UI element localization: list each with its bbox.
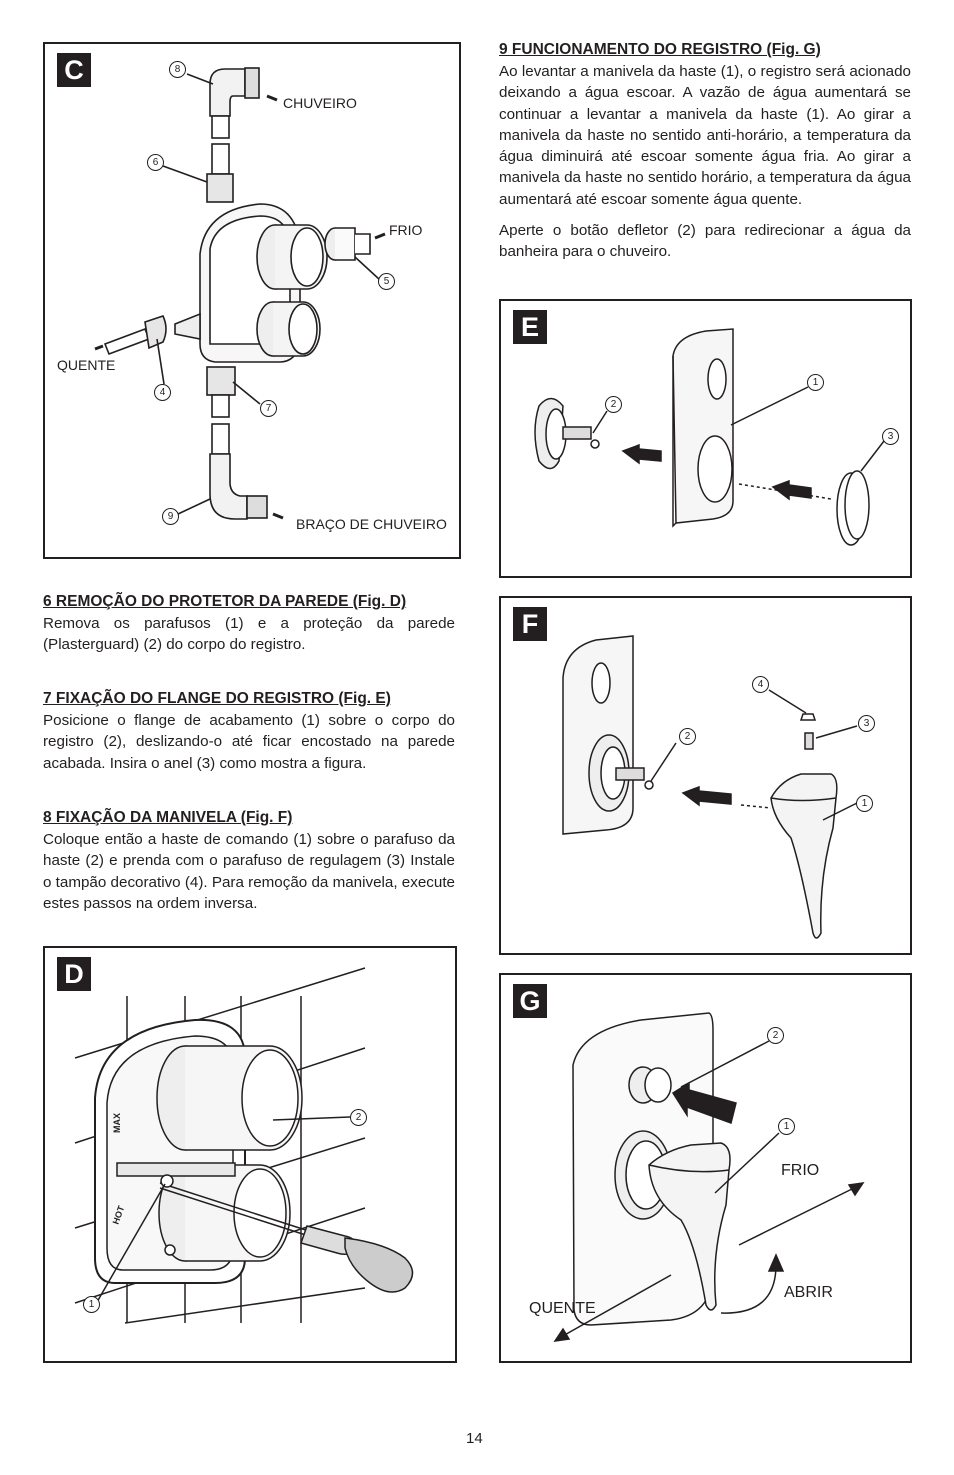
figure-e: E 2 1 3	[499, 299, 912, 578]
section-9-body: Ao levantar a manivela da haste (1), o r…	[499, 63, 911, 208]
callout-6: 6	[147, 154, 164, 171]
section-6: 6 REMOÇÃO DO PROTETOR DA PAREDE (Fig. D)…	[43, 593, 455, 656]
section-8-body: Coloque então a haste de comando (1) sob…	[43, 831, 455, 912]
callout-1: 1	[83, 1296, 100, 1313]
callout-4: 4	[154, 384, 171, 401]
callout-1: 1	[856, 795, 873, 812]
callout-3: 3	[858, 715, 875, 732]
section-9: 9 FUNCIONAMENTO DO REGISTRO (Fig. G) Ao …	[499, 41, 911, 263]
section-8-title: 8 FIXAÇÃO DA MANIVELA (Fig. F)	[43, 809, 293, 826]
figure-c: C	[43, 42, 461, 559]
plasterguard-removal-drawing	[74, 967, 414, 1324]
callout-8: 8	[169, 61, 186, 78]
flange-installation-drawing	[534, 328, 885, 546]
frio-label: FRIO	[389, 222, 423, 238]
section-6-title: 6 REMOÇÃO DO PROTETOR DA PAREDE (Fig. D)	[43, 593, 407, 610]
abrir-label: ABRIR	[784, 1284, 833, 1301]
figure-f-tag: F	[513, 607, 547, 641]
page-number: 14	[466, 1430, 483, 1447]
figure-d-tag: D	[57, 957, 91, 991]
valve-assembly-exploded-drawing	[94, 67, 386, 520]
chuveiro-label: CHUVEIRO	[283, 95, 357, 111]
callout-1: 1	[807, 374, 824, 391]
section-7: 7 FIXAÇÃO DO FLANGE DO REGISTRO (Fig. E)…	[43, 690, 455, 774]
section-9-body-2: Aperte o botão defletor (2) para redirec…	[499, 222, 911, 261]
callout-2: 2	[350, 1109, 367, 1126]
handle-installation-drawing	[562, 635, 858, 939]
callout-9: 9	[162, 508, 179, 525]
quente-label: QUENTE	[57, 357, 116, 373]
figure-g-tag: G	[513, 984, 547, 1018]
callout-1: 1	[778, 1118, 795, 1135]
callout-2: 2	[767, 1027, 784, 1044]
quente-label: QUENTE	[529, 1300, 596, 1317]
callout-2: 2	[679, 728, 696, 745]
valve-operation-drawing	[553, 1012, 865, 1342]
figure-e-tag: E	[513, 310, 547, 344]
max-marking: MAX	[112, 1113, 122, 1133]
callout-3: 3	[882, 428, 899, 445]
callout-4: 4	[752, 676, 769, 693]
section-6-body: Remova os parafusos (1) e a proteção da …	[43, 615, 455, 654]
braco-de-chuveiro-label: BRAÇO DE CHUVEIRO	[296, 516, 447, 532]
section-7-body: Posicione o flange de acabamento (1) sob…	[43, 712, 455, 772]
frio-label: FRIO	[781, 1162, 820, 1179]
section-9-title: 9 FUNCIONAMENTO DO REGISTRO (Fig. G)	[499, 41, 821, 58]
figure-c-tag: C	[57, 53, 91, 87]
callout-7: 7	[260, 400, 277, 417]
figure-f: F 4 3 2 1	[499, 596, 912, 955]
figure-g: G FRIO QUENTE ABRIR 2 1	[499, 973, 912, 1363]
section-8: 8 FIXAÇÃO DA MANIVELA (Fig. F) Coloque e…	[43, 809, 455, 914]
figure-d: D MAX HOT 2 1	[43, 946, 457, 1363]
callout-5: 5	[378, 273, 395, 290]
callout-2: 2	[605, 396, 622, 413]
section-7-title: 7 FIXAÇÃO DO FLANGE DO REGISTRO (Fig. E)	[43, 690, 391, 707]
